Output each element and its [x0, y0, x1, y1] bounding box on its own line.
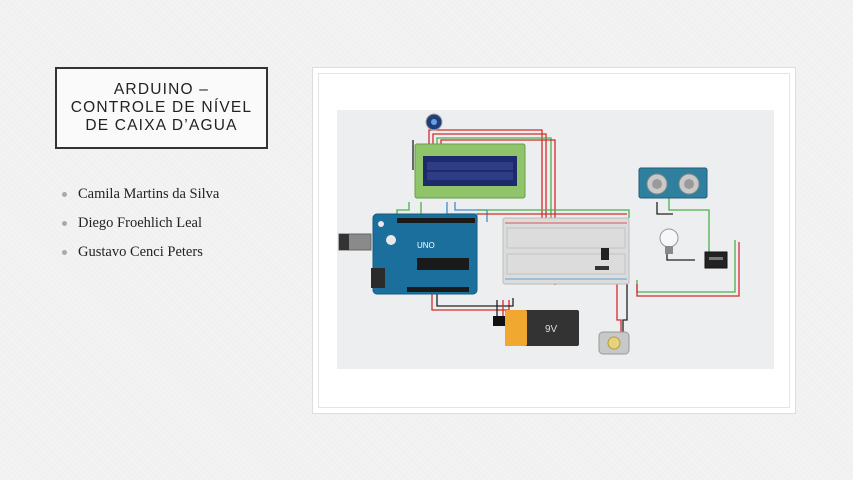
author-name: Camila Martins da Silva [78, 186, 220, 202]
arduino-board: UNO [338, 213, 478, 295]
wire-red [432, 133, 547, 275]
relay-module [704, 251, 728, 269]
wire-red [428, 129, 543, 270]
battery-9v: 9V [493, 310, 579, 346]
wires [396, 129, 740, 332]
bullet-icon [62, 221, 67, 226]
circuit-diagram: UNO 9V [337, 110, 774, 369]
author-name: Diego Froehlich Leal [78, 215, 203, 231]
author-item: Camila Martins da Silva [62, 186, 219, 215]
lamp [659, 228, 679, 254]
wire-green [668, 198, 710, 260]
wire-red [431, 290, 510, 311]
battery-label: 9V [545, 324, 558, 335]
wire-green [477, 209, 630, 218]
wire-blue [454, 202, 488, 222]
bullet-icon [62, 250, 67, 255]
wire-black [622, 280, 628, 332]
wire-black [656, 202, 673, 215]
lcd-display [414, 143, 526, 199]
title-box: ARDUINO – CONTROLE DE NÍVEL DE CAIXA D’A… [55, 67, 268, 149]
author-item: Diego Froehlich Leal [62, 215, 219, 244]
slide-title: ARDUINO – CONTROLE DE NÍVEL DE CAIXA D’A… [70, 81, 253, 134]
wire-red [616, 280, 622, 332]
circuit-svg: UNO 9V [338, 113, 740, 355]
breadboard [502, 217, 630, 285]
author-name: Gustavo Cenci Peters [78, 244, 203, 260]
potentiometer [425, 113, 443, 131]
arduino-label: UNO [417, 241, 435, 250]
bullet-icon [62, 192, 67, 197]
dc-motor [598, 331, 630, 355]
ultrasonic-sensor [638, 167, 708, 199]
wire-black [436, 290, 514, 307]
author-item: Gustavo Cenci Peters [62, 244, 219, 273]
author-list: Camila Martins da Silva Diego Froehlich … [62, 186, 219, 273]
wire-red [636, 242, 740, 297]
